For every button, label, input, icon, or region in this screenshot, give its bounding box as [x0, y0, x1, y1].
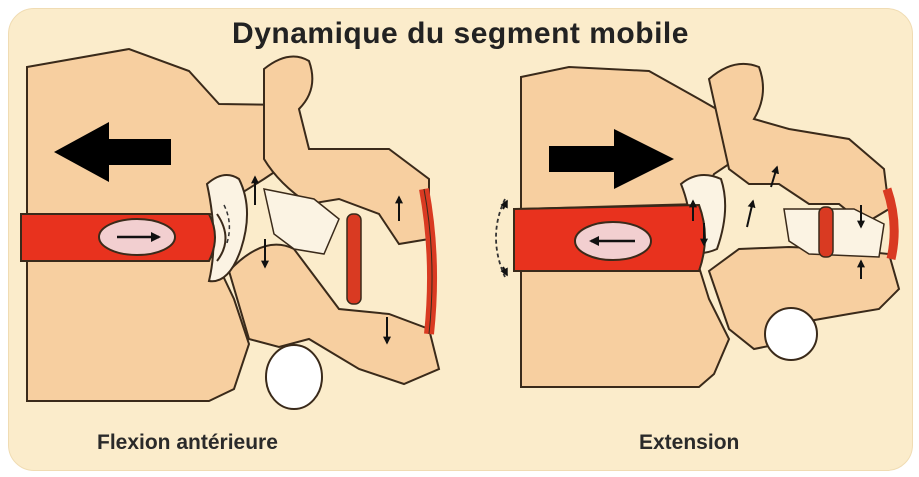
lower-vertebral-body — [521, 267, 729, 387]
caption-extension: Extension — [639, 431, 739, 455]
ligamentum-flavum — [819, 207, 833, 257]
supraspinous-ligament — [887, 189, 894, 259]
upper-posterior-process — [709, 64, 889, 224]
lower-spinous-oval — [765, 308, 817, 360]
panel-extension — [496, 64, 899, 387]
diagram-canvas — [9, 9, 912, 470]
diagram-frame: Dynamique du segment mobile — [8, 8, 913, 471]
ligamentum-flavum — [347, 214, 361, 304]
panel-flexion — [21, 49, 439, 410]
caption-flexion: Flexion antérieure — [97, 431, 278, 455]
